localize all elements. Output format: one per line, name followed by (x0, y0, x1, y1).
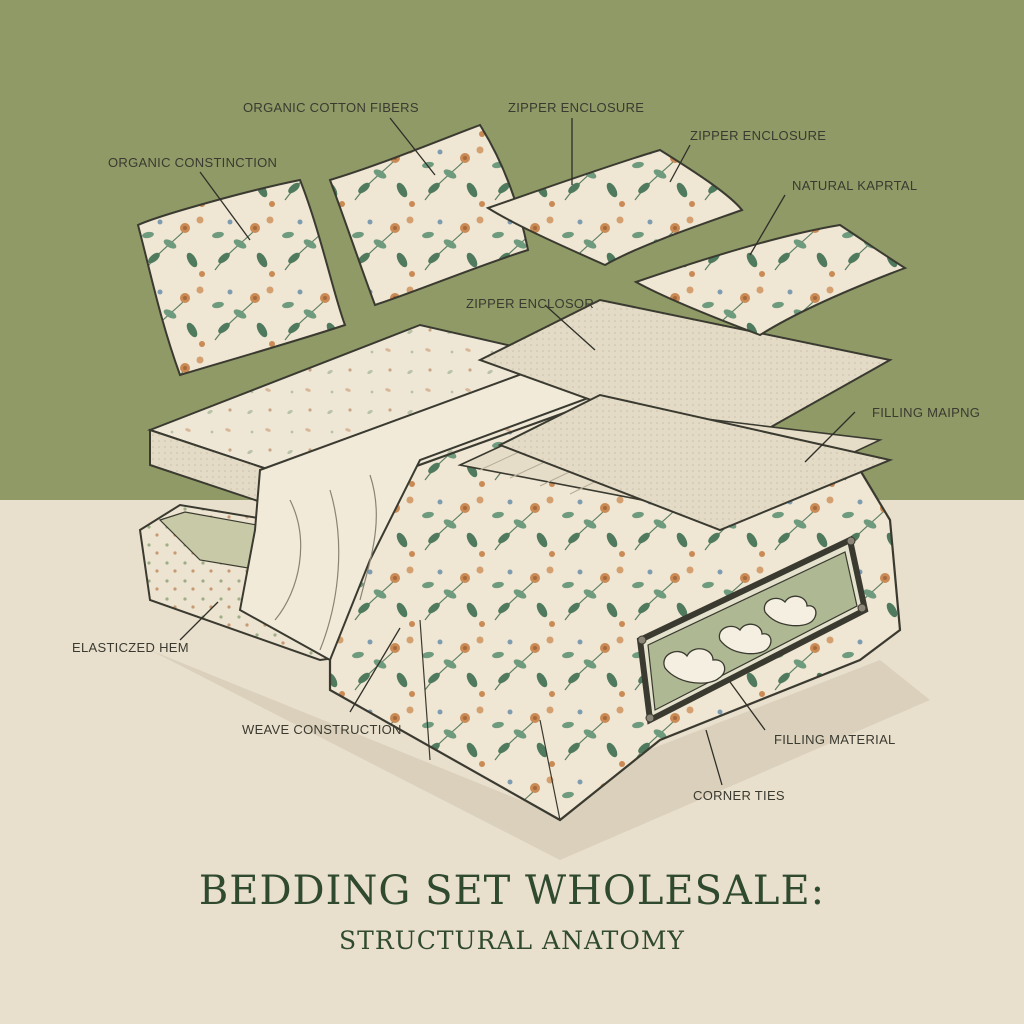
callout-zipper-enclosure-2: ZIPPER ENCLOSURE (690, 128, 827, 143)
page-subtitle: STRUCTURAL ANATOMY (339, 926, 685, 955)
pillow-1 (136, 178, 347, 377)
callout-elasticized-hem: ELASTICZED HEM (72, 640, 189, 655)
leader-lines (179, 117, 856, 786)
callout-filling-mapping: FILLING MAIPNG (872, 405, 981, 420)
pillow-3 (485, 148, 744, 267)
callout-natural-material: NATURAL KAPRTAL (792, 178, 918, 193)
callout-zipper-enclosor: ZIPPER ENCLOSOR (466, 296, 595, 311)
bed-shadow (150, 650, 930, 860)
filling-clouds (663, 595, 817, 684)
pillow-4 (633, 223, 908, 337)
callout-organic-cotton-fibers: ORGANIC COTTON FIBERS (243, 100, 419, 115)
callout-zipper-enclosure-1: ZIPPER ENCLOSURE (508, 100, 645, 115)
filling-mapping-layer (497, 393, 894, 532)
corner-snaps (637, 536, 867, 723)
callout-organic-construction: ORGANIC CONSTINCTION (108, 155, 278, 170)
callout-filling-material: FILLING MATERIAL (774, 732, 896, 747)
callout-corner-ties: CORNER TIES (693, 788, 785, 803)
page-title: BEDDING SET WHOLESALE: (198, 868, 826, 914)
pillow-2 (328, 123, 530, 307)
callout-weave-construction: WEAVE CONSTRUCTION (242, 722, 402, 737)
